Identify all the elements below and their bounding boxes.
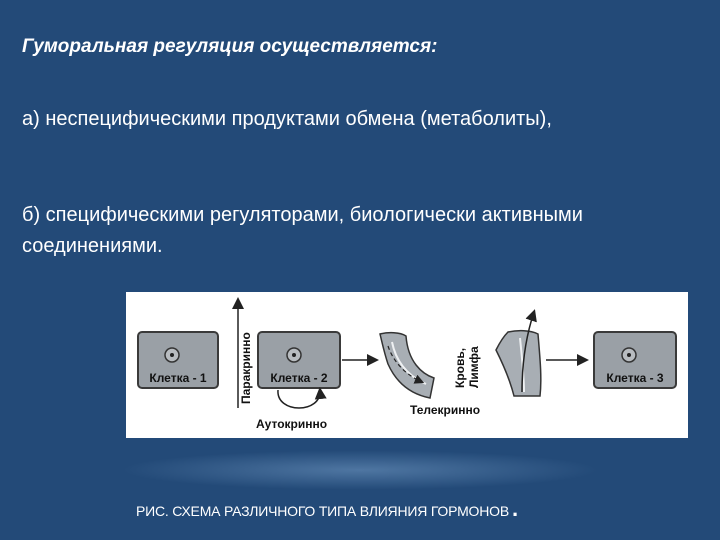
autocrine-arrow: Аутокринно <box>256 390 327 431</box>
hormone-influence-diagram: Клетка - 1 Паракринно Клетка - 2 Аутокри… <box>126 292 688 438</box>
blood-lymph-label: Кровь, Лимфа <box>453 346 481 388</box>
item-a-text: а) неспецифическими продуктами обмена (м… <box>22 104 702 135</box>
cell-2-label: Клетка - 2 <box>270 371 328 385</box>
item-b-text: б) специфическими регуляторами, биологич… <box>22 200 702 262</box>
cell-3: Клетка - 3 <box>594 332 676 388</box>
caption-period: . <box>512 496 518 521</box>
cell-1: Клетка - 1 <box>138 332 218 388</box>
figure-caption: РИС. СХЕМА РАЗЛИЧНОГО ТИПА ВЛИЯНИЯ ГОРМО… <box>136 496 518 522</box>
cell-3-label: Клетка - 3 <box>606 371 664 385</box>
paracrine-label: Паракринно <box>239 332 253 404</box>
telecrine-label: Телекринно <box>410 403 480 417</box>
telecrine-arrow: Телекринно <box>410 360 586 417</box>
caption-text: РИС. СХЕМА РАЗЛИЧНОГО ТИПА ВЛИЯНИЯ ГОРМО… <box>136 503 509 519</box>
paracrine-arrow: Паракринно <box>238 300 253 408</box>
background-glow <box>120 450 600 490</box>
blood-label: Кровь, <box>453 348 467 388</box>
cell-2: Клетка - 2 <box>258 332 340 388</box>
cell-1-label: Клетка - 1 <box>149 371 207 385</box>
autocrine-label: Аутокринно <box>256 417 327 431</box>
vessel-1 <box>380 333 434 398</box>
lymph-label: Лимфа <box>467 346 481 388</box>
slide-heading: Гуморальная регуляция осуществляется: <box>22 36 438 58</box>
vessel-2 <box>496 312 541 396</box>
